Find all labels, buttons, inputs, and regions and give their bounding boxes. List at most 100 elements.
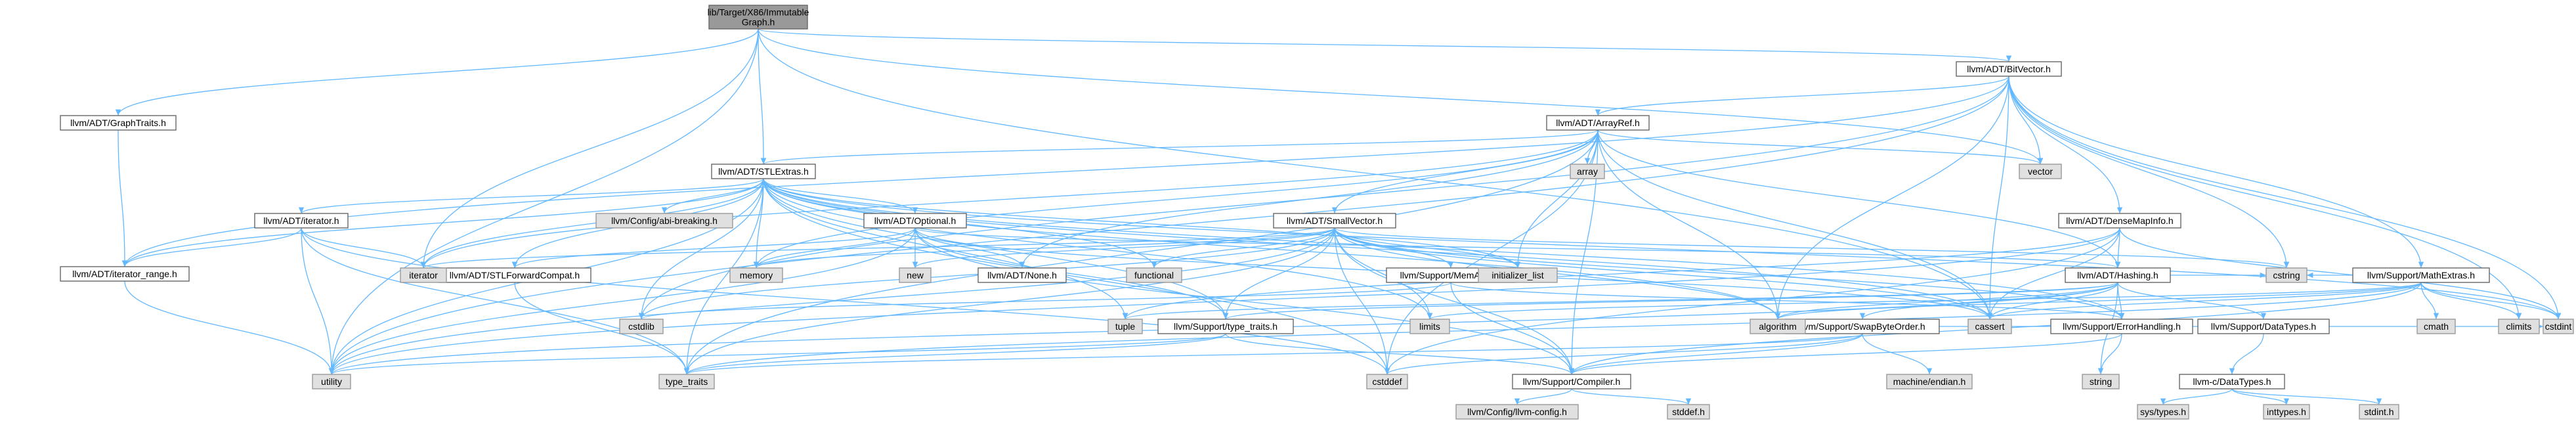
node-machineendian: machine/endian.h xyxy=(1886,374,1973,389)
edge-errorhandling-to-string xyxy=(2097,333,2122,375)
node-label: llvm/ADT/ArrayRef.h xyxy=(1556,118,1640,128)
node-stlextras[interactable]: llvm/ADT/STLExtras.h xyxy=(711,164,816,179)
node-stlforward[interactable]: llvm/ADT/STLForwardCompat.h xyxy=(438,267,591,283)
edge-swaporder-to-machineendian xyxy=(1862,333,1933,375)
node-typetraitsh[interactable]: llvm/Support/type_traits.h xyxy=(1157,319,1294,334)
node-box xyxy=(2263,404,2310,420)
node-box xyxy=(595,213,733,229)
edge-arrayref-to-stlextras xyxy=(761,129,1599,165)
node-label: llvm/Support/MemAlloc.h xyxy=(1400,270,1502,280)
node-box xyxy=(1478,267,1558,283)
node-box xyxy=(2498,319,2540,334)
edge-smallvector-to-limits xyxy=(1334,227,1433,320)
edge-iteratorh-to-iterator xyxy=(301,227,427,269)
node-cassert: cassert xyxy=(1967,319,2012,334)
node-label: llvm/Support/type_traits.h xyxy=(1174,321,1277,332)
node-cstdlib: cstdlib xyxy=(619,319,664,334)
node-label: llvm/Support/SwapByteOrder.h xyxy=(1799,321,1925,332)
edge-arrayref-to-smallvector xyxy=(1331,129,1599,214)
node-box xyxy=(1273,213,1396,229)
node-iteratorh[interactable]: llvm/ADT/iterator.h xyxy=(254,213,349,229)
node-box xyxy=(2058,213,2181,229)
node-optional[interactable]: llvm/ADT/Optional.h xyxy=(863,213,967,229)
edge-stlextras-to-iterator xyxy=(420,178,764,269)
node-arrayref[interactable]: llvm/ADT/ArrayRef.h xyxy=(1546,115,1650,131)
node-datatypes[interactable]: llvm/Support/DataTypes.h xyxy=(2197,319,2330,334)
edge-arrayref-to-typetraits xyxy=(683,129,1599,375)
node-label: llvm/ADT/None.h xyxy=(987,270,1057,280)
node-label: llvm/ADT/iterator.h xyxy=(263,215,339,226)
edge-root-to-bitvector xyxy=(758,28,2011,62)
node-box xyxy=(60,115,177,131)
node-errorhandling[interactable]: llvm/Support/ErrorHandling.h xyxy=(2050,319,2193,334)
node-densemapinfo[interactable]: llvm/ADT/DenseMapInfo.h xyxy=(2058,213,2181,229)
node-mathextras[interactable]: llvm/Support/MathExtras.h xyxy=(2352,267,2490,283)
edge-memalloc-to-compiler xyxy=(1450,282,1575,375)
node-functional: functional xyxy=(1126,267,1182,283)
node-iteratorrange[interactable]: llvm/ADT/iterator_range.h xyxy=(60,266,190,282)
edge-stlextras-to-iteratorh xyxy=(299,178,764,214)
edge-mathextras-to-typetraits xyxy=(684,282,2422,375)
node-bitvector[interactable]: llvm/ADT/BitVector.h xyxy=(1956,61,2062,77)
node-limits: limits xyxy=(1409,319,1450,334)
edge-smallvector-to-utility xyxy=(328,227,1335,375)
edge-mathextras-to-cmath xyxy=(2420,282,2439,320)
edge-iteratorh-to-utility xyxy=(301,227,335,375)
node-label: lib/Target/X86/Immutable xyxy=(708,7,809,18)
node-box xyxy=(2179,374,2285,389)
node-label: cassert xyxy=(1975,321,2004,332)
node-box xyxy=(1455,404,1579,420)
node-hashing[interactable]: llvm/ADT/Hashing.h xyxy=(2065,267,2171,283)
node-label: cmath xyxy=(2424,321,2449,332)
node-stddef: stddef.h xyxy=(1667,404,1710,420)
node-label: type_traits xyxy=(666,376,708,387)
node-label: limits xyxy=(1419,321,1440,332)
edge-hashing-to-cassert xyxy=(1986,282,2118,320)
node-label: string xyxy=(2090,376,2112,387)
node-box xyxy=(2197,319,2330,334)
node-label: functional xyxy=(1134,270,1174,280)
edge-hashing-to-algorithm xyxy=(1775,282,2118,320)
node-label: array xyxy=(1577,166,1598,177)
edge-swaporder-to-compiler xyxy=(1568,333,1863,375)
node-box xyxy=(1967,319,2012,334)
node-compiler[interactable]: llvm/Support/Compiler.h xyxy=(1512,374,1631,389)
node-box xyxy=(312,374,351,389)
node-box xyxy=(619,319,664,334)
edge-arrayref-to-noneh xyxy=(1019,129,1599,269)
node-label: llvm/ADT/iterator_range.h xyxy=(72,269,177,279)
edge-root-to-utility xyxy=(328,28,759,375)
node-box xyxy=(2416,319,2456,334)
node-noneh[interactable]: llvm/ADT/None.h xyxy=(977,267,1067,283)
node-vector: vector xyxy=(2019,164,2062,179)
node-box xyxy=(1956,61,2062,77)
node-swaporder[interactable]: llvm/Support/SwapByteOrder.h xyxy=(1785,319,1940,334)
edge-arrayref-to-vector xyxy=(1597,129,2043,165)
edge-mathextras-to-cstdint xyxy=(2420,282,2562,320)
node-label: llvm/ADT/BitVector.h xyxy=(1967,64,2051,74)
edge-iteratorh-to-typetraits xyxy=(301,227,690,375)
edge-stlforward-to-typetraits xyxy=(514,282,690,375)
edge-stlextras-to-abibreaking xyxy=(661,178,764,214)
node-smallvector[interactable]: llvm/ADT/SmallVector.h xyxy=(1273,213,1396,229)
node-box xyxy=(1750,319,1806,334)
edge-optional-to-stlforward xyxy=(512,227,916,269)
edge-mathextras-to-climits xyxy=(2420,282,2522,320)
node-llvmcdatatypes[interactable]: llvm-c/DataTypes.h xyxy=(2179,374,2285,389)
node-label: cstdlib xyxy=(628,321,655,332)
node-box xyxy=(1157,319,1294,334)
edge-stlextras-to-cstdint xyxy=(763,178,2561,320)
edge-arrayref-to-cassert xyxy=(1597,129,1993,320)
edge-graphtraits-to-iteratorrange xyxy=(118,129,128,267)
node-stdint: stdint.h xyxy=(2359,404,2399,420)
node-label: llvm/Support/MathExtras.h xyxy=(2367,270,2475,280)
edge-smallvector-to-typetraits xyxy=(683,227,1335,375)
node-graphtraits[interactable]: llvm/ADT/GraphTraits.h xyxy=(60,115,177,131)
edge-root-to-cassert xyxy=(758,28,1993,320)
node-array: array xyxy=(1570,164,1605,179)
edge-root-to-graphtraits xyxy=(115,28,759,116)
node-cstddef: cstddef xyxy=(1366,374,1408,389)
